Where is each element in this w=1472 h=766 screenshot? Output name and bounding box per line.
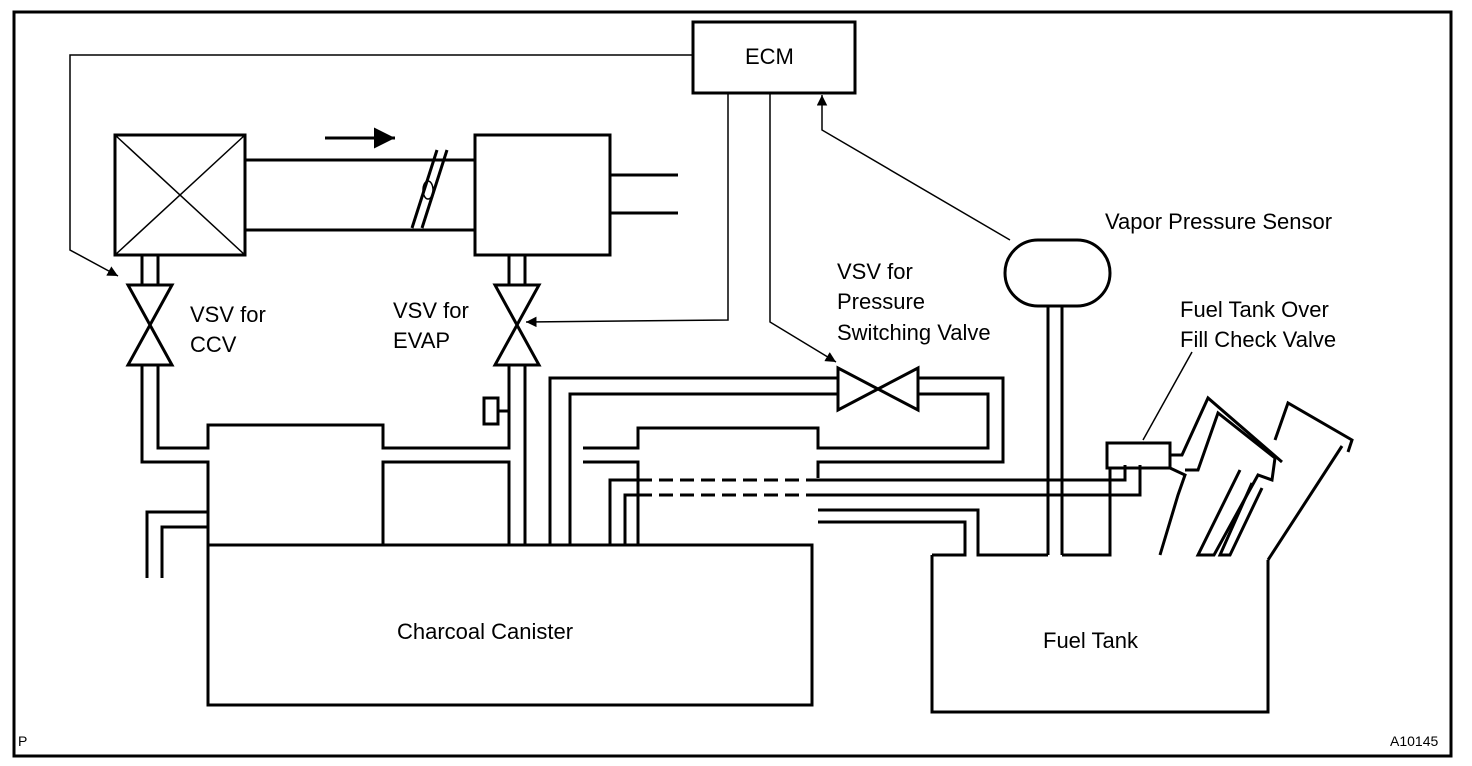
frame-border — [12, 10, 1453, 758]
fuel-tank-label: Fuel Tank — [1043, 628, 1138, 653]
corner-mark: P — [18, 733, 28, 749]
air-cleaner — [113, 133, 247, 257]
fill-check-valve — [1105, 441, 1172, 470]
fill-check-leader — [1142, 351, 1193, 441]
vsv-psv-label-1: VSV for — [837, 259, 913, 284]
piping — [140, 305, 1142, 578]
vsv-evap-label-1: VSV for — [393, 298, 469, 323]
ecm-to-psv-signal — [769, 93, 837, 363]
intake-manifold — [473, 133, 612, 257]
vsv-psv-label-3: Switching Valve — [837, 320, 991, 345]
vsv-psv-valve — [836, 365, 920, 413]
ecm-box — [691, 20, 857, 95]
filler-neck — [1158, 395, 1354, 561]
vapor-pressure-sensor — [1003, 238, 1112, 308]
vsv-psv-label-2: Pressure — [837, 289, 926, 314]
figure-id: A10145 — [1390, 733, 1439, 749]
fill-check-label-2: Fill Check Valve — [1180, 327, 1337, 352]
charcoal-canister — [206, 543, 814, 707]
ecm-to-evap-signal — [525, 93, 729, 328]
vsv-ccv-label-1: VSV for — [190, 302, 266, 327]
fuel-tank — [930, 555, 1270, 714]
ecm-to-ccv-signal — [69, 54, 693, 277]
vsv-ccv-label-2: CCV — [190, 332, 237, 357]
throttle-valve — [410, 149, 449, 229]
fill-check-label-1: Fuel Tank Over — [1180, 297, 1329, 322]
vsv-evap-valve — [482, 255, 542, 426]
ecm-label: ECM — [745, 44, 794, 69]
canister-label: Charcoal Canister — [397, 619, 574, 644]
sensor-to-ecm-signal — [816, 95, 1011, 241]
vsv-evap-label-2: EVAP — [393, 328, 451, 353]
vapor-sensor-label: Vapor Pressure Sensor — [1105, 209, 1333, 234]
vsv-ccv-valve — [125, 255, 175, 367]
